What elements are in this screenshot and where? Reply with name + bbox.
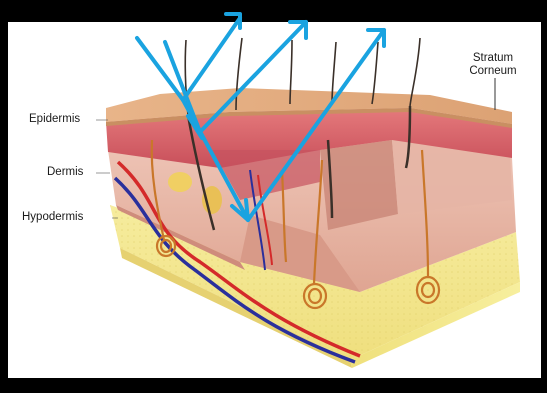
stratum-label-line1: Stratum [460, 52, 526, 65]
ray-reflected-1 [183, 18, 240, 100]
epidermis-label: Epidermis [29, 113, 80, 126]
stratum-corneum-label: Stratum Corneum [460, 52, 526, 78]
dermis-label: Dermis [47, 166, 83, 179]
hypodermis-label: Hypodermis [22, 211, 83, 224]
stratum-label-line2: Corneum [460, 65, 526, 78]
